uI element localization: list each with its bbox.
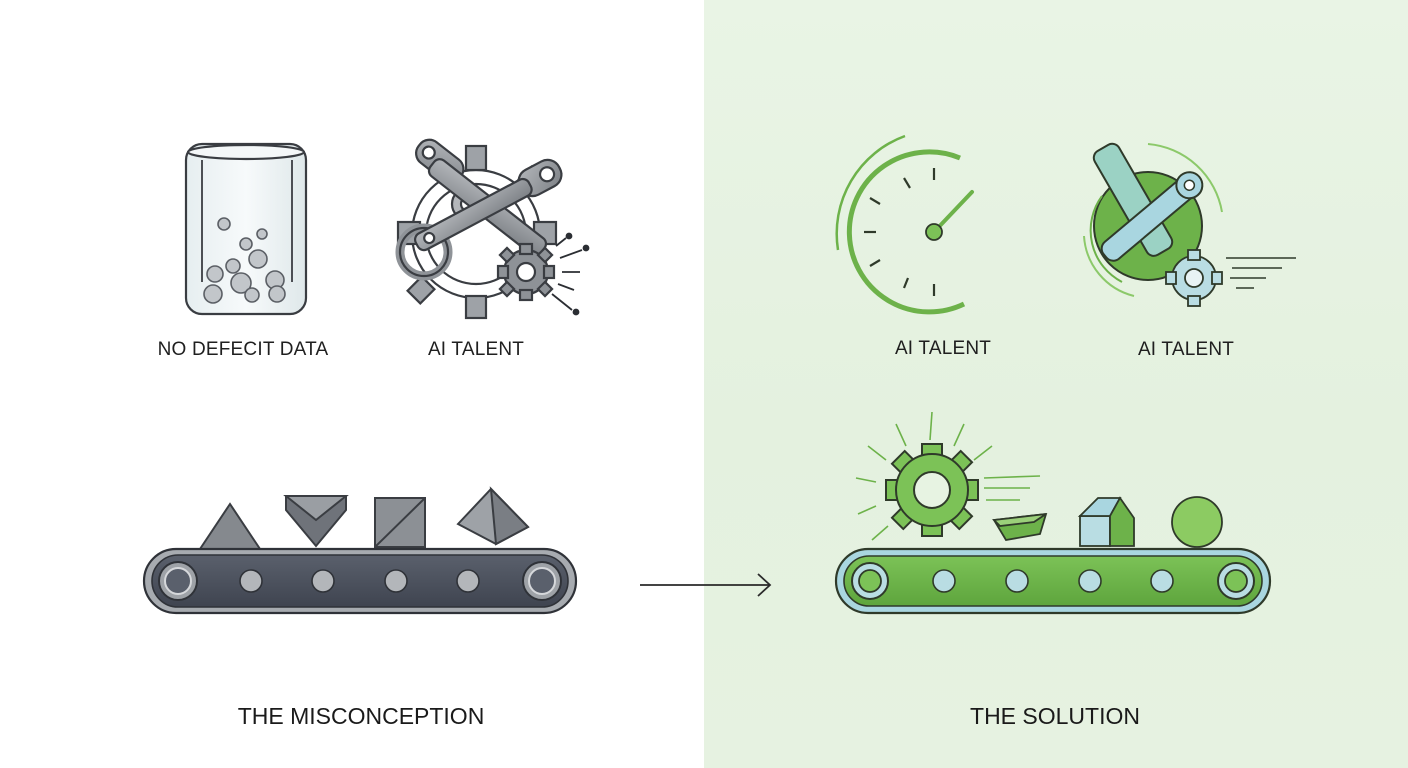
wrench-gear-badge-icon	[1083, 142, 1296, 307]
caption-misconception: THE MISCONCEPTION	[237, 703, 485, 729]
solution-panel-background	[704, 0, 1408, 768]
conveyor-belt-icon	[834, 547, 1272, 615]
solution-conveyor-group	[834, 411, 1272, 615]
glow-rays	[855, 411, 1041, 541]
empty-jar-icon	[184, 142, 308, 316]
speed-gauge-icon	[835, 134, 974, 315]
caption-solution: THE SOLUTION	[970, 703, 1140, 729]
triangle-shape	[198, 502, 262, 550]
label-ai-talent-left: AI TALENT	[427, 339, 525, 360]
glowing-gear-icon	[885, 443, 979, 537]
label-ai-talent-gauge: AI TALENT	[894, 338, 992, 359]
label-no-defect-data: NO DEFECIT DATA	[157, 339, 329, 360]
wrench-gears-icon	[395, 138, 590, 320]
green-sphere-shape	[1171, 496, 1223, 548]
small-gear-icon	[496, 242, 556, 302]
conveyor-belt-icon	[142, 486, 578, 615]
arrow-right-icon	[640, 573, 772, 597]
light-gear-icon	[1165, 249, 1223, 307]
house-prism-shape	[1079, 515, 1111, 547]
label-ai-talent-tools: AI TALENT	[1137, 339, 1235, 360]
